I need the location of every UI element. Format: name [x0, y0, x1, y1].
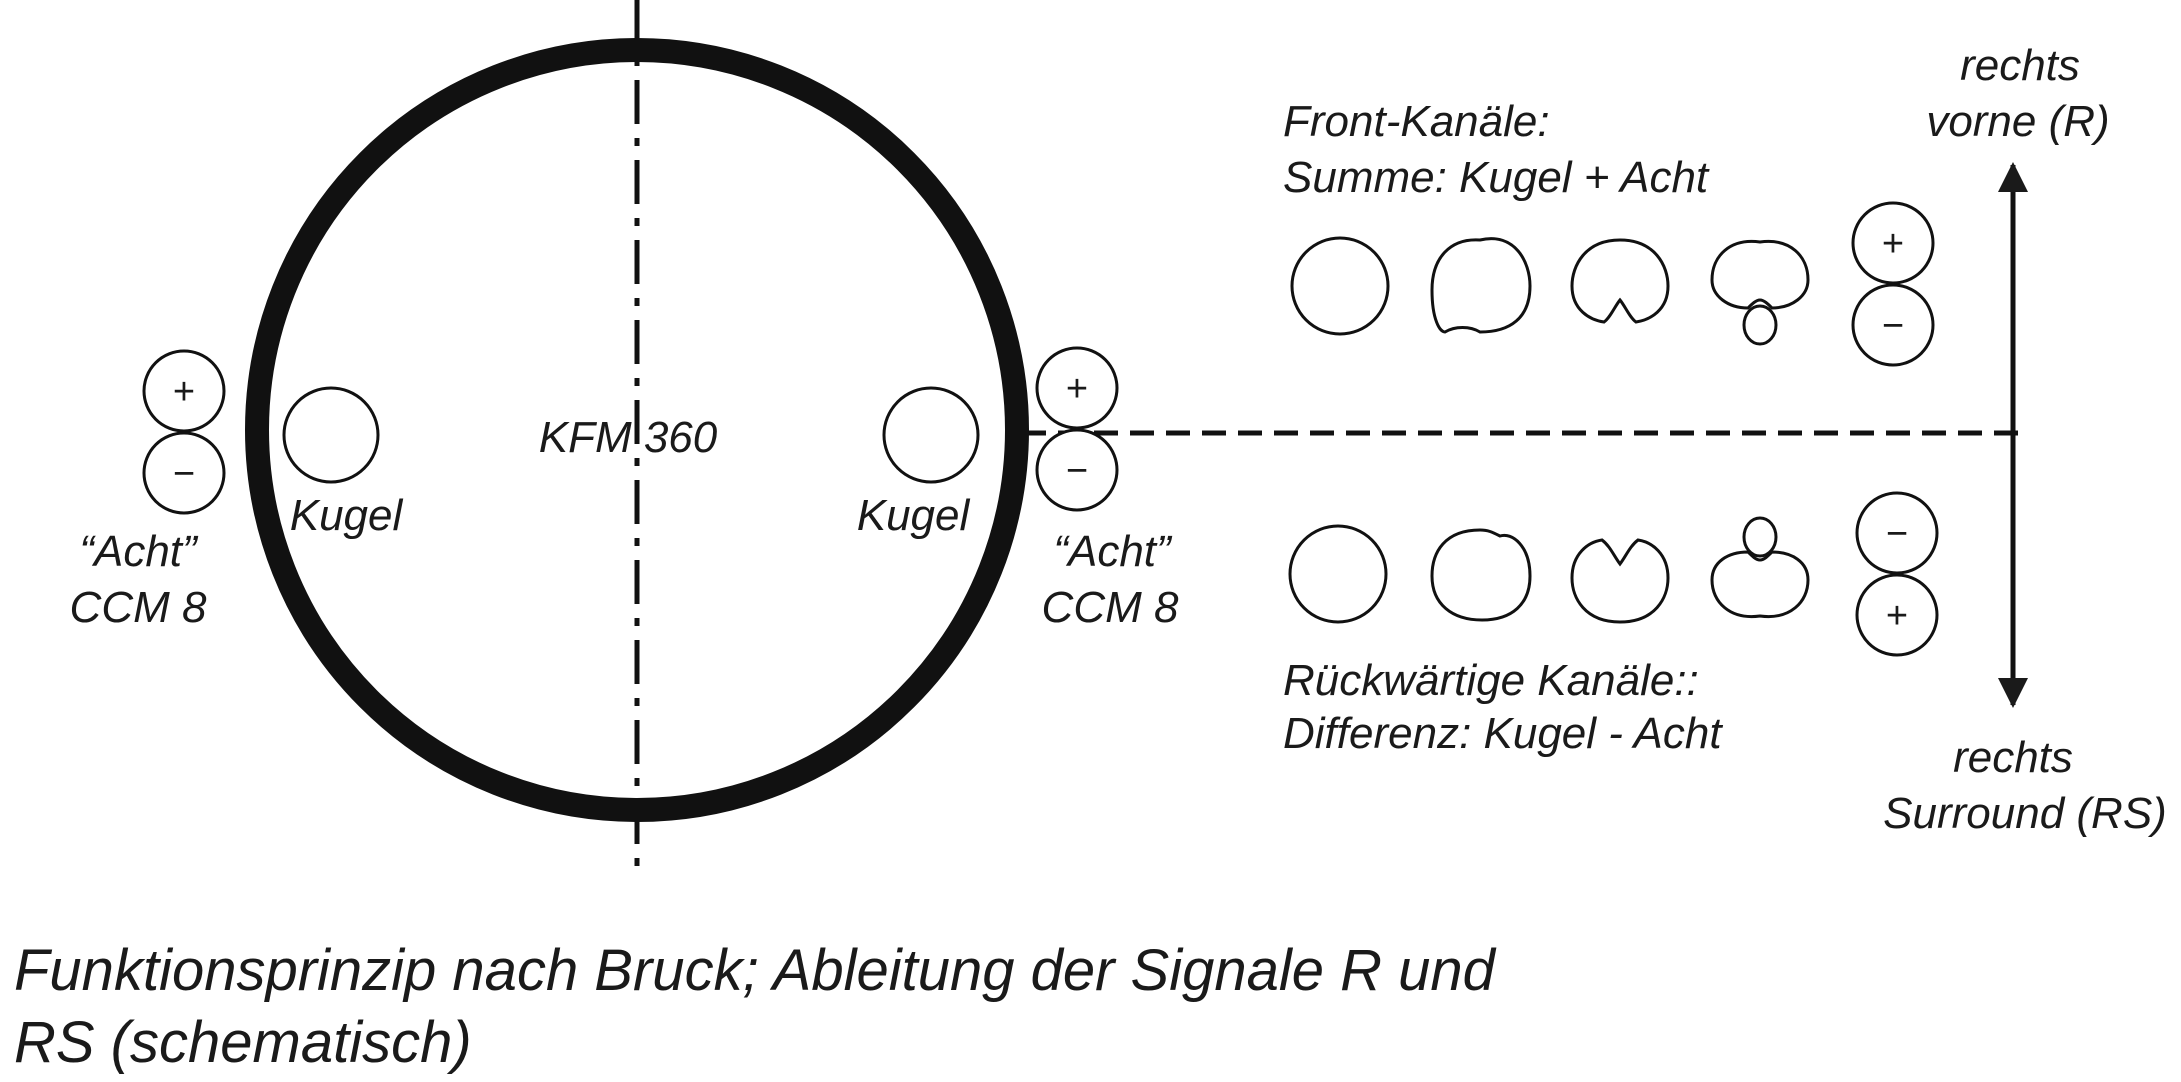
front-pattern-wide-cardioid [1430, 237, 1532, 334]
rear-pattern-omni [1288, 524, 1388, 624]
front-pattern-hypercardioid-rear-lobe [1742, 304, 1778, 346]
capsule-right-label: Kugel [857, 491, 971, 540]
omni-capsule-right [882, 386, 980, 484]
rear-pattern-row [1288, 491, 1939, 657]
capsule-left-label: Kugel [290, 491, 404, 540]
figure8-left-plus-sign: + [173, 371, 195, 413]
figure8-mic-right: + − [1035, 346, 1119, 512]
figure8-right-plus-lobe [1035, 346, 1119, 430]
figure8-right-minus-sign: − [1066, 450, 1088, 492]
rear-pattern-wide-cardioid [1430, 528, 1532, 622]
rear-figure8-minus-sign: − [1886, 513, 1908, 555]
caption-line-2: RS (schematisch) [14, 1010, 472, 1075]
axis-top-label-line2: vorne (R) [1926, 97, 2109, 146]
front-figure8-plus-sign: + [1882, 223, 1904, 265]
omni-capsule-left [282, 386, 380, 484]
figure8-right-plus-sign: + [1066, 368, 1088, 410]
rear-pattern-cardioid [1570, 538, 1670, 624]
figure8-left-minus-lobe [142, 431, 226, 515]
figure8-left-plus-lobe [142, 349, 226, 433]
front-pattern-omni [1290, 236, 1390, 336]
front-pattern-hypercardioid [1710, 239, 1810, 310]
rear-heading: Rückwärtige Kanäle:: [1283, 656, 1699, 705]
microphone-label: KFM 360 [539, 413, 718, 462]
rear-pattern-hypercardioid-rear-lobe [1742, 516, 1778, 558]
caption-line-1: Funktionsprinzip nach Bruck; Ableitung d… [14, 938, 1495, 1003]
figure8-right-model: CCM 8 [1042, 583, 1179, 632]
axis-bottom-label-line1: rechts [1953, 733, 2073, 782]
figure8-right-name: “Acht” [1053, 527, 1173, 576]
front-heading: Front-Kanäle: [1283, 97, 1550, 146]
front-subheading: Summe: Kugel + Acht [1283, 153, 1710, 202]
front-figure8-minus-lobe [1851, 283, 1935, 367]
rear-figure8-minus-lobe [1855, 491, 1939, 575]
front-pattern-cardioid [1570, 238, 1670, 324]
front-figure8-plus-lobe [1851, 201, 1935, 285]
rear-figure8-plus-sign: + [1886, 595, 1908, 637]
figure-caption: Funktionsprinzip nach Bruck; Ableitung d… [14, 935, 1614, 1079]
front-pattern-row [1290, 201, 1935, 367]
axis-top-label-line1: rechts [1960, 41, 2080, 90]
front-figure8-minus-sign: − [1882, 305, 1904, 347]
figure8-left-minus-sign: − [173, 453, 195, 495]
figure8-left-model: CCM 8 [70, 583, 207, 632]
figure8-mic-left: + − [142, 349, 226, 515]
figure8-right-minus-lobe [1035, 428, 1119, 512]
rear-pattern-hypercardioid [1710, 550, 1810, 619]
axis-bottom-label-line2: Surround (RS) [1883, 789, 2167, 838]
rear-figure8-plus-lobe [1855, 573, 1939, 657]
rear-subheading: Differenz: Kugel - Acht [1283, 709, 1723, 758]
figure8-left-name: “Acht” [79, 527, 199, 576]
